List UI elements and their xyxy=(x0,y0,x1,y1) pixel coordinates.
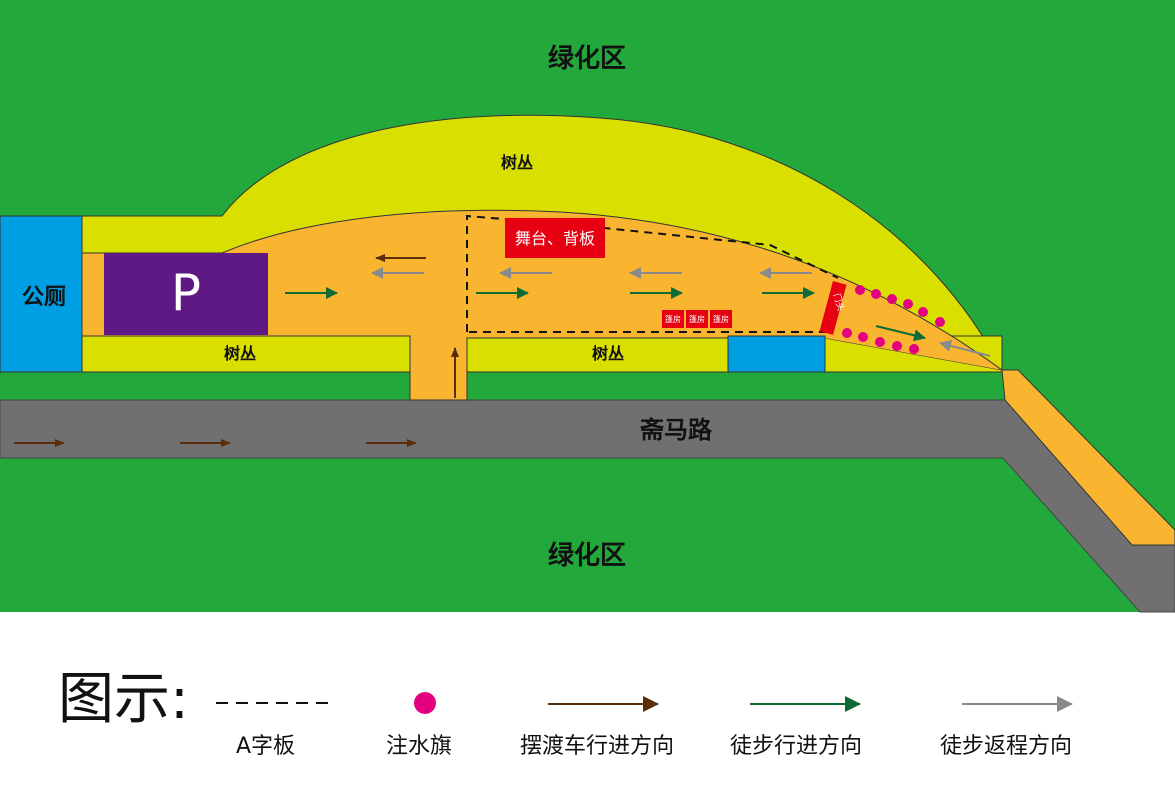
water-flag xyxy=(887,294,897,304)
legend-walk-return-label: 徒步返程方向 xyxy=(940,734,1073,759)
water-flag xyxy=(918,307,928,317)
parking-label: P xyxy=(171,264,201,322)
water-flag xyxy=(892,341,902,351)
walkway-diagonal xyxy=(1001,369,1175,546)
water-flag xyxy=(875,337,885,347)
blue-block xyxy=(727,335,826,373)
legend-water-flag-symbol xyxy=(414,692,436,714)
bush-top-label: 树丛 xyxy=(501,153,533,172)
legend-walk-forward-label: 徒步行进方向 xyxy=(730,734,863,759)
water-flag xyxy=(842,328,852,338)
tent-2 xyxy=(686,310,708,328)
parking-lot xyxy=(104,253,268,335)
water-flag xyxy=(903,299,913,309)
green-zone-top-label: 绿化区 xyxy=(548,44,626,74)
toilet-label: 公厕 xyxy=(22,285,66,310)
walk-return-arrow xyxy=(939,339,991,357)
tent-3 xyxy=(710,310,732,328)
gate xyxy=(819,281,847,335)
bush-mid-label: 树丛 xyxy=(592,344,624,363)
tent-label: 篷房 xyxy=(665,314,681,324)
water-flag xyxy=(871,289,881,299)
legend-water-flag-label: 注水旗 xyxy=(386,734,453,759)
legend-shuttle-label: 摆渡车行进方向 xyxy=(520,734,675,759)
tent-1 xyxy=(662,310,684,328)
water-flag xyxy=(935,317,945,327)
tent-group xyxy=(662,310,732,328)
tent-label: 篷房 xyxy=(689,314,705,324)
legend-title: 图示: xyxy=(58,667,189,732)
walk-forward-arrow xyxy=(875,325,926,342)
stage-label: 舞台、背板 xyxy=(515,229,595,248)
water-flag xyxy=(909,344,919,354)
road-label: 斋马路 xyxy=(639,416,713,444)
toilet-block xyxy=(0,215,83,373)
legend-a-board-label: A字板 xyxy=(236,734,296,759)
event-area xyxy=(81,209,1003,401)
green-zone-bottom-label: 绿化区 xyxy=(548,541,626,571)
water-flag xyxy=(858,332,868,342)
tent-label: 篷房 xyxy=(713,314,729,324)
water-flag xyxy=(855,285,865,295)
stage-board xyxy=(505,218,605,258)
bush-left-label: 树丛 xyxy=(224,344,256,363)
water-flags xyxy=(842,285,945,354)
bush-strip-left xyxy=(81,335,411,373)
